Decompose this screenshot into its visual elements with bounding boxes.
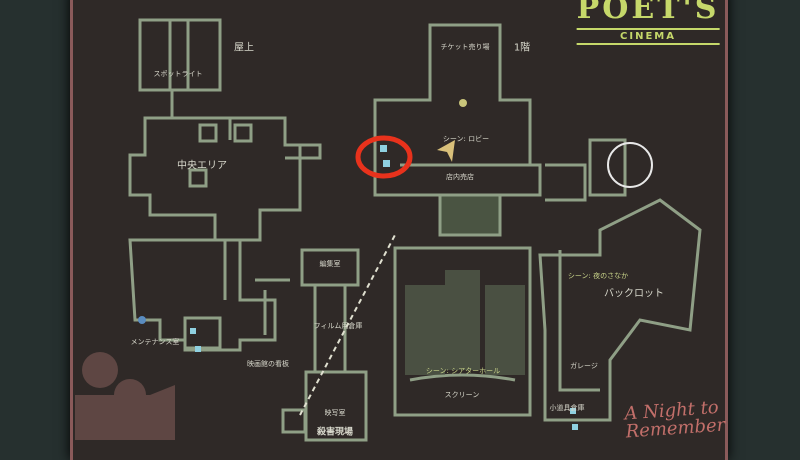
logo-subtitle: CINEMA xyxy=(576,28,720,45)
room-theater-sign[interactable]: 映画館の看板 xyxy=(247,360,289,368)
logo-title: POET'S xyxy=(576,0,720,26)
room-ticket-booth[interactable]: チケット売り場 xyxy=(440,43,490,51)
room-murder-scene[interactable]: 殺害現場 xyxy=(316,427,354,438)
player-arrow-icon xyxy=(437,140,455,162)
room-projection[interactable]: 映写室 xyxy=(324,409,346,417)
room-screen[interactable]: スクリーン xyxy=(444,391,480,399)
floor-label-rooftop: 屋上 xyxy=(234,42,254,54)
film-camera-icon xyxy=(75,352,175,440)
movie-tagline: A Night to Remember xyxy=(624,397,726,442)
room-night-scene[interactable]: シーン: 夜のさなか xyxy=(567,272,629,280)
room-editing[interactable]: 編集室 xyxy=(319,260,341,268)
theater-seats xyxy=(405,270,525,375)
room-central-area[interactable]: 中央エリア xyxy=(177,160,227,172)
room-theater-scene[interactable]: シーン: シアターホール xyxy=(425,367,501,375)
room-maintenance[interactable]: メンテナンス室 xyxy=(130,338,180,346)
room-film-storage[interactable]: フィルム用倉庫 xyxy=(313,322,363,330)
map-poster xyxy=(70,0,728,460)
room-lobby-scene[interactable]: シーン: ロビー xyxy=(442,135,490,143)
floor-map xyxy=(75,18,702,442)
cinema-logo: POET'S CINEMA xyxy=(576,0,720,45)
item-icons xyxy=(138,145,578,430)
objective-highlight-circle[interactable] xyxy=(355,135,413,179)
room-garage[interactable]: ガレージ xyxy=(570,362,598,370)
room-prop-storage[interactable]: 小道具倉庫 xyxy=(549,404,585,412)
room-backlot[interactable]: バックロット xyxy=(604,288,664,300)
zoom-circle xyxy=(607,142,653,188)
room-concession[interactable]: 店内売店 xyxy=(446,173,474,181)
map-walls xyxy=(128,18,702,442)
room-spotlight[interactable]: スポットライト xyxy=(153,70,203,78)
floor-label-first: 1階 xyxy=(513,42,531,54)
path-line xyxy=(299,234,396,416)
lobby-marker xyxy=(459,99,467,107)
